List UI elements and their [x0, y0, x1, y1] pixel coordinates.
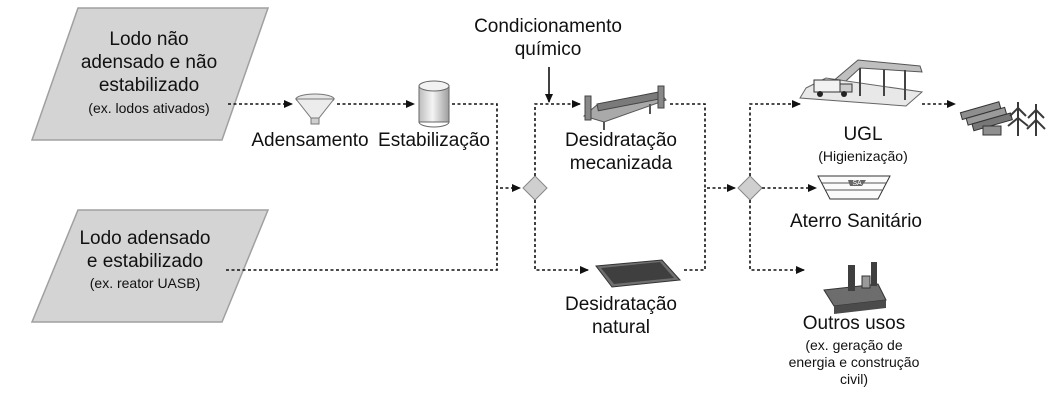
desidratacao-mecanizada-line-2: mecanizada: [569, 152, 673, 174]
outros-usos-note-line-1: (ex. geração de: [805, 337, 903, 353]
connector-mechanized-to-diamond2: [670, 103, 736, 192]
outros-usos-note: (ex. geração de energia e construção civ…: [774, 337, 934, 387]
mechanical-dewatering-icon: [582, 85, 667, 130]
estabilizacao-label: Estabilização: [378, 130, 490, 151]
input-a-label: Lodo não adensado e não estabilizado (ex…: [44, 28, 254, 117]
input-b-line-2: e estabilizado: [86, 251, 204, 273]
desidratacao-natural-line-1: Desidratação: [565, 294, 677, 315]
input-b-line-1: Lodo adensado: [79, 228, 211, 249]
condicionamento-line-2: químico: [514, 38, 582, 60]
connector-diamond2-to-ugl: [749, 100, 801, 176]
landfill-icon: SA: [817, 175, 891, 200]
input-a-line-3: estabilizado: [98, 75, 200, 97]
flow-connectors: [226, 67, 956, 274]
connector-input-b-to-diamond1: [226, 188, 498, 271]
power-plant-icon: [823, 262, 887, 314]
ugl-facility-icon: [799, 59, 924, 107]
outros-usos-title: Outros usos: [802, 313, 906, 334]
decision-diamond-1: [522, 175, 548, 201]
input-shape-b: [30, 209, 270, 323]
input-a-line-2: adensado e não: [80, 52, 218, 74]
connector-diamond1-to-natural: [534, 200, 589, 274]
input-a-line-1: Lodo não: [109, 29, 189, 50]
outros-usos-note-line-2: energia e construção: [788, 353, 920, 370]
digester-tank-icon: [418, 80, 450, 128]
connector-diamond1-to-mechanized: [534, 100, 581, 176]
condicionamento-line-1: Condicionamento: [474, 16, 622, 37]
end-products-icon: [959, 101, 1046, 136]
condicionamento-label: Condicionamento químico: [460, 16, 636, 62]
input-shape-a: [30, 7, 270, 141]
outros-usos-note-line-3: civil): [840, 370, 868, 387]
ugl-title: UGL: [843, 124, 883, 145]
input-b-note: (ex. reator UASB): [89, 275, 201, 292]
desidratacao-mecanizada-label: Desidratação mecanizada: [556, 130, 686, 176]
aterro-title: Aterro Sanitário: [789, 211, 922, 232]
desidratacao-natural-label: Desidratação natural: [556, 294, 686, 340]
desidratacao-mecanizada-line-1: Desidratação: [565, 130, 677, 151]
connector-tank-to-diamond1: [452, 103, 521, 192]
desidratacao-natural-line-2: natural: [591, 316, 651, 338]
connector-natural-to-diamond2: [684, 188, 706, 271]
drying-bed-icon: [595, 259, 682, 288]
adensamento-label: Adensamento: [251, 130, 369, 151]
ugl-note: (Higienização): [818, 148, 908, 164]
funnel-icon: [294, 93, 336, 125]
input-b-label: Lodo adensado e estabilizado (ex. reator…: [40, 227, 250, 292]
connector-diamond2-to-other-uses: [749, 200, 805, 274]
input-a-note: (ex. lodos ativados): [88, 99, 210, 116]
decision-diamond-2: [737, 175, 763, 201]
svg-text:SA: SA: [852, 180, 862, 187]
